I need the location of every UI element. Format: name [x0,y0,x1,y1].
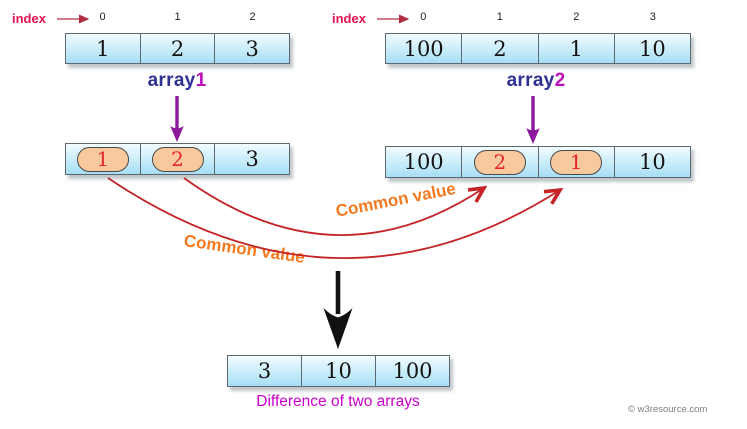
array1-index-0: 0 [99,11,106,23]
array2-title-prefix: array [506,70,555,91]
array1-title: array1 [107,70,247,92]
array2-cell-3: 10 [615,34,690,63]
mid-left-cell-0: 1 [66,144,141,174]
highlight-pill-right-1: 1 [550,149,603,175]
array1-down-arrow-icon [170,96,184,142]
array2-cell-1-value: 2 [493,36,507,61]
mid-right-cell-0: 100 [386,147,463,177]
highlight-pill-left-1: 1 [76,146,129,172]
array1-title-digit: 1 [195,70,207,91]
array1-title-prefix: array [147,70,196,91]
array2-index-row: 0 1 2 3 [385,11,691,23]
mid-right-array-box: 100 2 1 10 [385,146,691,178]
mid-left-array-box: 1 2 3 [65,143,290,175]
mid-right-cell-3: 10 [615,147,690,177]
mid-left-cell-2: 3 [215,144,289,174]
mid-right-cell-2-value: 1 [569,150,583,174]
mid-right-cell-1-value: 2 [493,150,507,174]
result-cell-1-value: 10 [325,359,352,383]
result-array-box: 3 10 100 [227,355,450,387]
common-value-label-lower: Common value [182,231,307,267]
array1-cell-2-value: 3 [245,36,259,61]
array2-box: 100 2 1 10 [385,33,691,64]
array2-cell-2: 1 [539,34,615,63]
result-cell-0: 3 [228,356,302,386]
mid-right-cell-0-value: 100 [403,150,444,174]
array2-index-1: 1 [496,11,503,23]
result-cell-2: 100 [376,356,449,386]
watermark: © w3resource.com [628,404,708,415]
mid-right-cell-3-value: 10 [639,150,666,174]
array2-index-label: index [332,11,366,26]
array2-cell-3-value: 10 [639,36,666,61]
array1-cell-1: 2 [141,34,216,63]
array2-index-3: 3 [649,11,656,23]
array2-index-2: 2 [573,11,580,23]
result-cell-1: 10 [302,356,376,386]
highlight-pill-left-2: 2 [151,146,204,172]
array2-title: array2 [466,70,606,92]
array1-index-2: 2 [249,11,256,23]
common-value-label-upper: Common value [334,178,458,221]
array1-cell-2: 3 [215,34,289,63]
result-cell-0-value: 3 [257,359,272,383]
array1-cell-1-value: 2 [170,36,185,61]
result-cell-2-value: 100 [392,359,433,383]
array1-cell-0-value: 1 [96,36,110,61]
array2-index-0: 0 [420,11,427,23]
array1-index-label: index [12,11,46,26]
mid-right-cell-2: 1 [539,147,615,177]
array2-cell-2-value: 1 [569,36,583,61]
array1-box: 1 2 3 [65,33,290,64]
highlight-pill-right-2: 2 [473,149,526,175]
array2-title-digit: 2 [554,70,566,91]
array1-index-row: 0 1 2 [65,11,290,23]
mid-left-cell-1: 2 [141,144,216,174]
array1-index-1: 1 [174,11,181,23]
array2-cell-0: 100 [386,34,463,63]
array2-cell-1: 2 [462,34,539,63]
result-down-arrow-icon [323,271,353,349]
mid-left-cell-2-value: 3 [245,147,259,171]
array2-down-arrow-icon [526,96,540,144]
result-caption: Difference of two arrays [256,393,420,410]
array1-cell-0: 1 [66,34,141,63]
array2-cell-0-value: 100 [403,36,444,61]
mid-left-cell-0-value: 1 [96,147,110,171]
common-value-curve-outer-icon [107,177,564,260]
mid-left-cell-1-value: 2 [171,147,184,171]
mid-right-cell-1: 2 [462,147,539,177]
